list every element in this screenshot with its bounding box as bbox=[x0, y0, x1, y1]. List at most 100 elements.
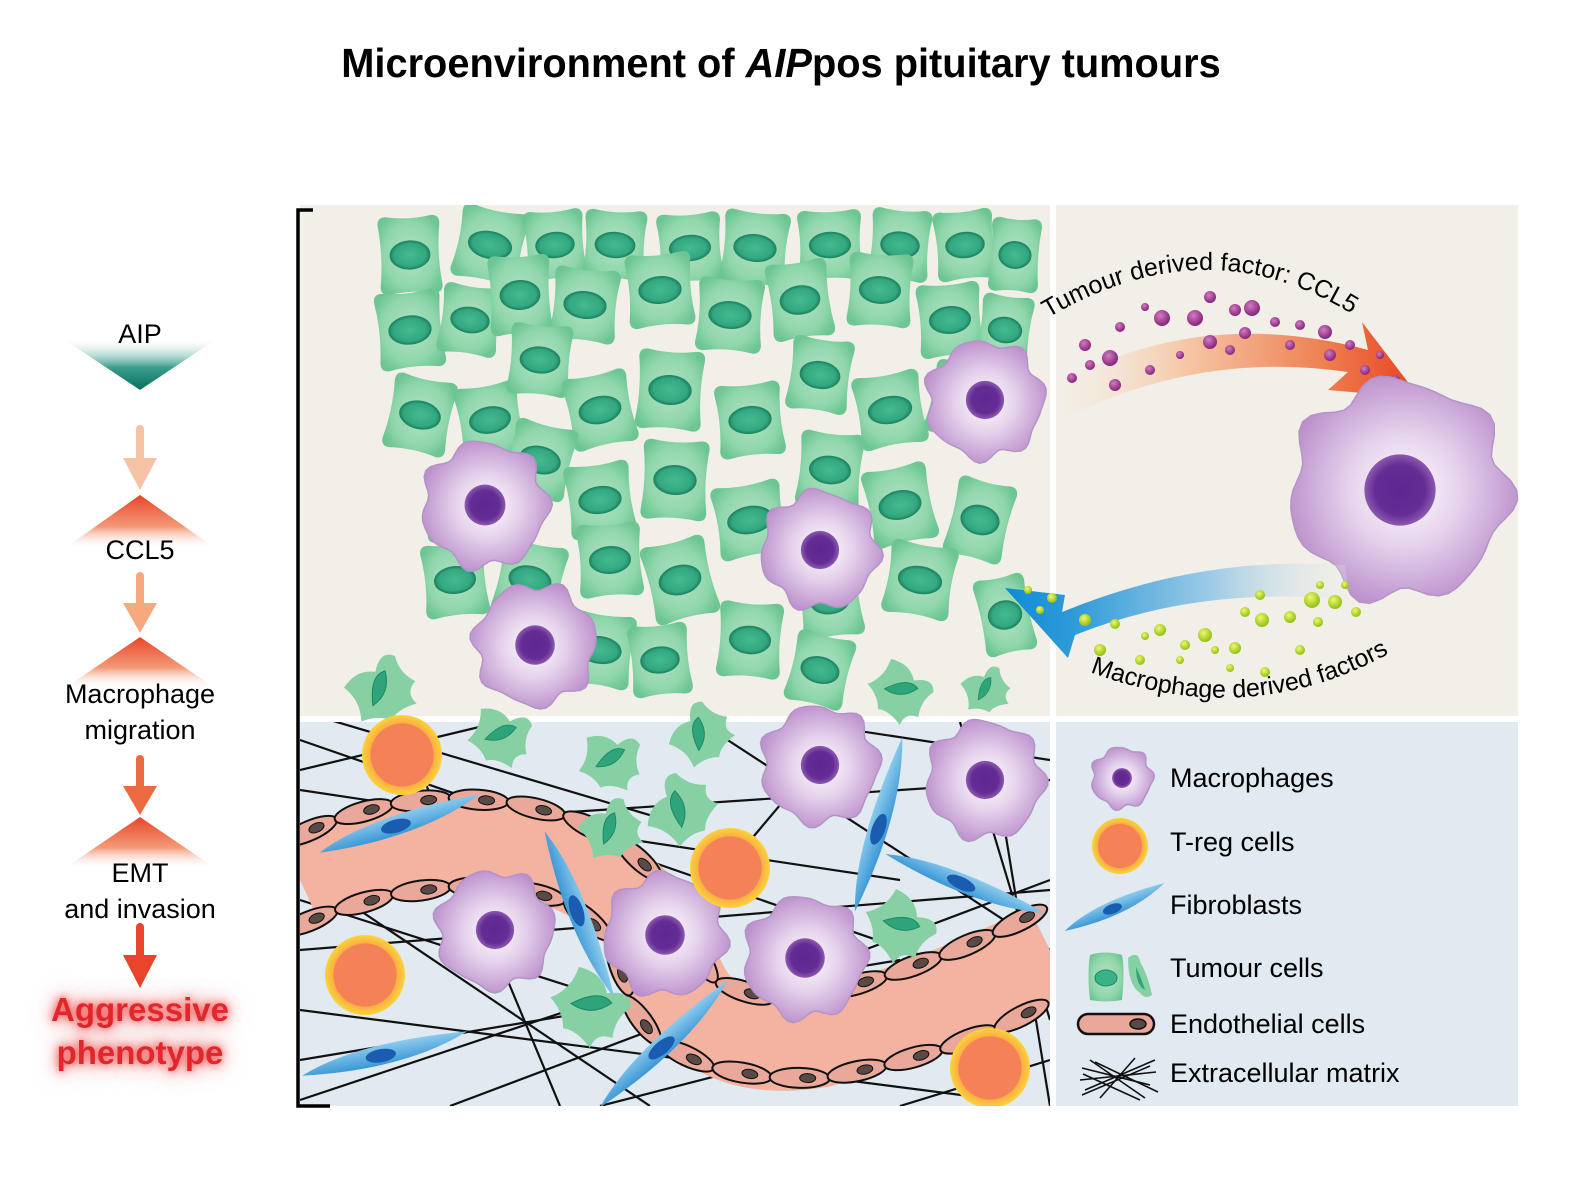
ccl5-particle bbox=[1141, 303, 1149, 311]
tumour-cell-nucleus bbox=[467, 230, 513, 260]
endothelial-nucleus bbox=[912, 957, 929, 969]
ccl5-particle bbox=[1345, 340, 1355, 350]
step-macrophage-label-1: Macrophage bbox=[64, 679, 216, 709]
extracellular-matrix-icon bbox=[1079, 1057, 1159, 1101]
ccl5-particle bbox=[1239, 327, 1251, 339]
pathway-flow: AIP CCL5 Macrophage migration EMT and in… bbox=[40, 300, 240, 1100]
ccl5-particle bbox=[1079, 339, 1091, 351]
ccl5-particle bbox=[1154, 310, 1170, 326]
macrophage-derived-particle bbox=[1198, 628, 1212, 642]
treg-cell bbox=[950, 1028, 1030, 1106]
migrating-tumour-cell bbox=[647, 773, 719, 847]
macrophage bbox=[421, 440, 554, 572]
migrating-cell-nucleus bbox=[692, 716, 705, 752]
legend-icons bbox=[1064, 746, 1165, 1101]
tumour-cell bbox=[627, 621, 693, 699]
legend-label-fibroblasts: Fibroblasts bbox=[1170, 890, 1303, 920]
tumour-cell-nucleus bbox=[858, 276, 902, 304]
endothelial-nucleus bbox=[420, 794, 438, 806]
ccl5-particle bbox=[1229, 304, 1241, 316]
macrophage-derived-particle bbox=[1079, 614, 1091, 626]
tumour-cell-nucleus bbox=[578, 395, 622, 425]
endothelial-nucleus bbox=[685, 1053, 702, 1066]
migrating-cell-icon-body bbox=[1128, 954, 1152, 998]
tumour-cell-nucleus bbox=[653, 464, 697, 496]
tumour-cell-nucleus bbox=[960, 504, 1000, 536]
endothelial-cell bbox=[390, 878, 452, 903]
tumour-cell-nucleus bbox=[728, 625, 772, 655]
tumour-cell bbox=[487, 253, 553, 337]
macrophage-derived-particle bbox=[1226, 664, 1234, 672]
tumour-cell bbox=[972, 572, 1038, 658]
migrating-cell-nucleus bbox=[882, 916, 921, 931]
endothelial-cell bbox=[768, 1066, 831, 1089]
cell-layer bbox=[302, 205, 1049, 1106]
tumour-cell-nucleus bbox=[499, 279, 541, 311]
macrophage-migration-triangle bbox=[65, 637, 215, 688]
tumour-cell bbox=[783, 629, 857, 711]
macrophage-nucleus bbox=[515, 625, 555, 665]
ecm-icon-fibre bbox=[1094, 1061, 1159, 1093]
macrophage-derived-particle bbox=[1328, 595, 1342, 609]
tumour-cell-nucleus bbox=[638, 276, 682, 304]
aip-triangle bbox=[65, 340, 215, 390]
fibroblast bbox=[885, 854, 1046, 914]
tumour-cell-nucleus bbox=[433, 565, 477, 595]
migrating-cell-nucleus bbox=[883, 682, 919, 695]
macrophage-nucleus bbox=[1364, 454, 1436, 526]
endothelial-nucleus bbox=[308, 822, 325, 834]
migrating-cell-nucleus bbox=[595, 748, 626, 768]
tumour-cell bbox=[715, 600, 785, 680]
ccl5-particle bbox=[1285, 340, 1295, 350]
tumour-cell-nucleus bbox=[519, 346, 561, 374]
ecm-icon-fibre bbox=[1099, 1057, 1136, 1099]
tumour-cell bbox=[436, 282, 504, 358]
macrophage-derived-particle bbox=[1351, 607, 1361, 617]
tumour-cell bbox=[640, 438, 710, 522]
macrophage-derived-particle bbox=[1229, 642, 1241, 654]
endothelial-cell bbox=[991, 903, 1049, 938]
tumour-cell-nucleus bbox=[808, 455, 852, 485]
fibroblast bbox=[319, 794, 480, 853]
ecm-fibre bbox=[300, 998, 601, 1102]
macrophage bbox=[432, 870, 556, 994]
fibroblast-icon bbox=[1064, 882, 1165, 931]
macrophage-nucleus bbox=[785, 938, 825, 978]
endothelial-nucleus bbox=[856, 1064, 874, 1075]
tumour-cell bbox=[714, 380, 786, 460]
tumour-cell bbox=[932, 207, 998, 283]
ccl5-particle bbox=[1115, 322, 1125, 332]
outcome-label-2: phenotype bbox=[56, 1034, 224, 1071]
tumour-cell-nucleus bbox=[808, 231, 852, 259]
macrophage-derived-particle bbox=[1313, 617, 1323, 627]
ccl5-particle bbox=[1203, 335, 1217, 349]
macrophage-derived-particle bbox=[1255, 590, 1265, 600]
step-emt-label-2: and invasion bbox=[64, 894, 216, 924]
endothelial-nucleus bbox=[799, 1073, 817, 1084]
tumour-cell bbox=[377, 214, 443, 296]
migrating-tumour-cell bbox=[550, 966, 631, 1048]
fibroblast-nucleus bbox=[947, 874, 976, 892]
fibroblast-nucleus bbox=[870, 813, 887, 845]
macrophage-derived-particle bbox=[1255, 613, 1269, 627]
tumour-cell-nucleus bbox=[535, 231, 575, 259]
migrating-tumour-cell bbox=[577, 798, 643, 859]
ccl5-particle bbox=[1270, 317, 1280, 327]
fibroblast bbox=[302, 1031, 468, 1076]
tumour-cell-nucleus bbox=[987, 316, 1023, 344]
endothelial-cell bbox=[505, 795, 567, 822]
endothelial-cell bbox=[333, 798, 394, 826]
endothelial-icon-nucleus bbox=[1129, 1018, 1147, 1030]
tumour-cell bbox=[373, 288, 447, 372]
macrophage bbox=[925, 718, 1049, 843]
tumour-cell-nucleus bbox=[928, 306, 972, 334]
migrating-tumour-cell bbox=[960, 666, 1011, 713]
tumour-cell-nucleus bbox=[897, 565, 943, 595]
ccl5-particle bbox=[1187, 310, 1203, 326]
tumour-cell-nucleus bbox=[388, 315, 432, 345]
endothelial-nucleus bbox=[308, 912, 325, 924]
tumour-cell bbox=[576, 521, 644, 599]
tumour-cell bbox=[915, 281, 985, 359]
macrophage bbox=[760, 487, 885, 611]
